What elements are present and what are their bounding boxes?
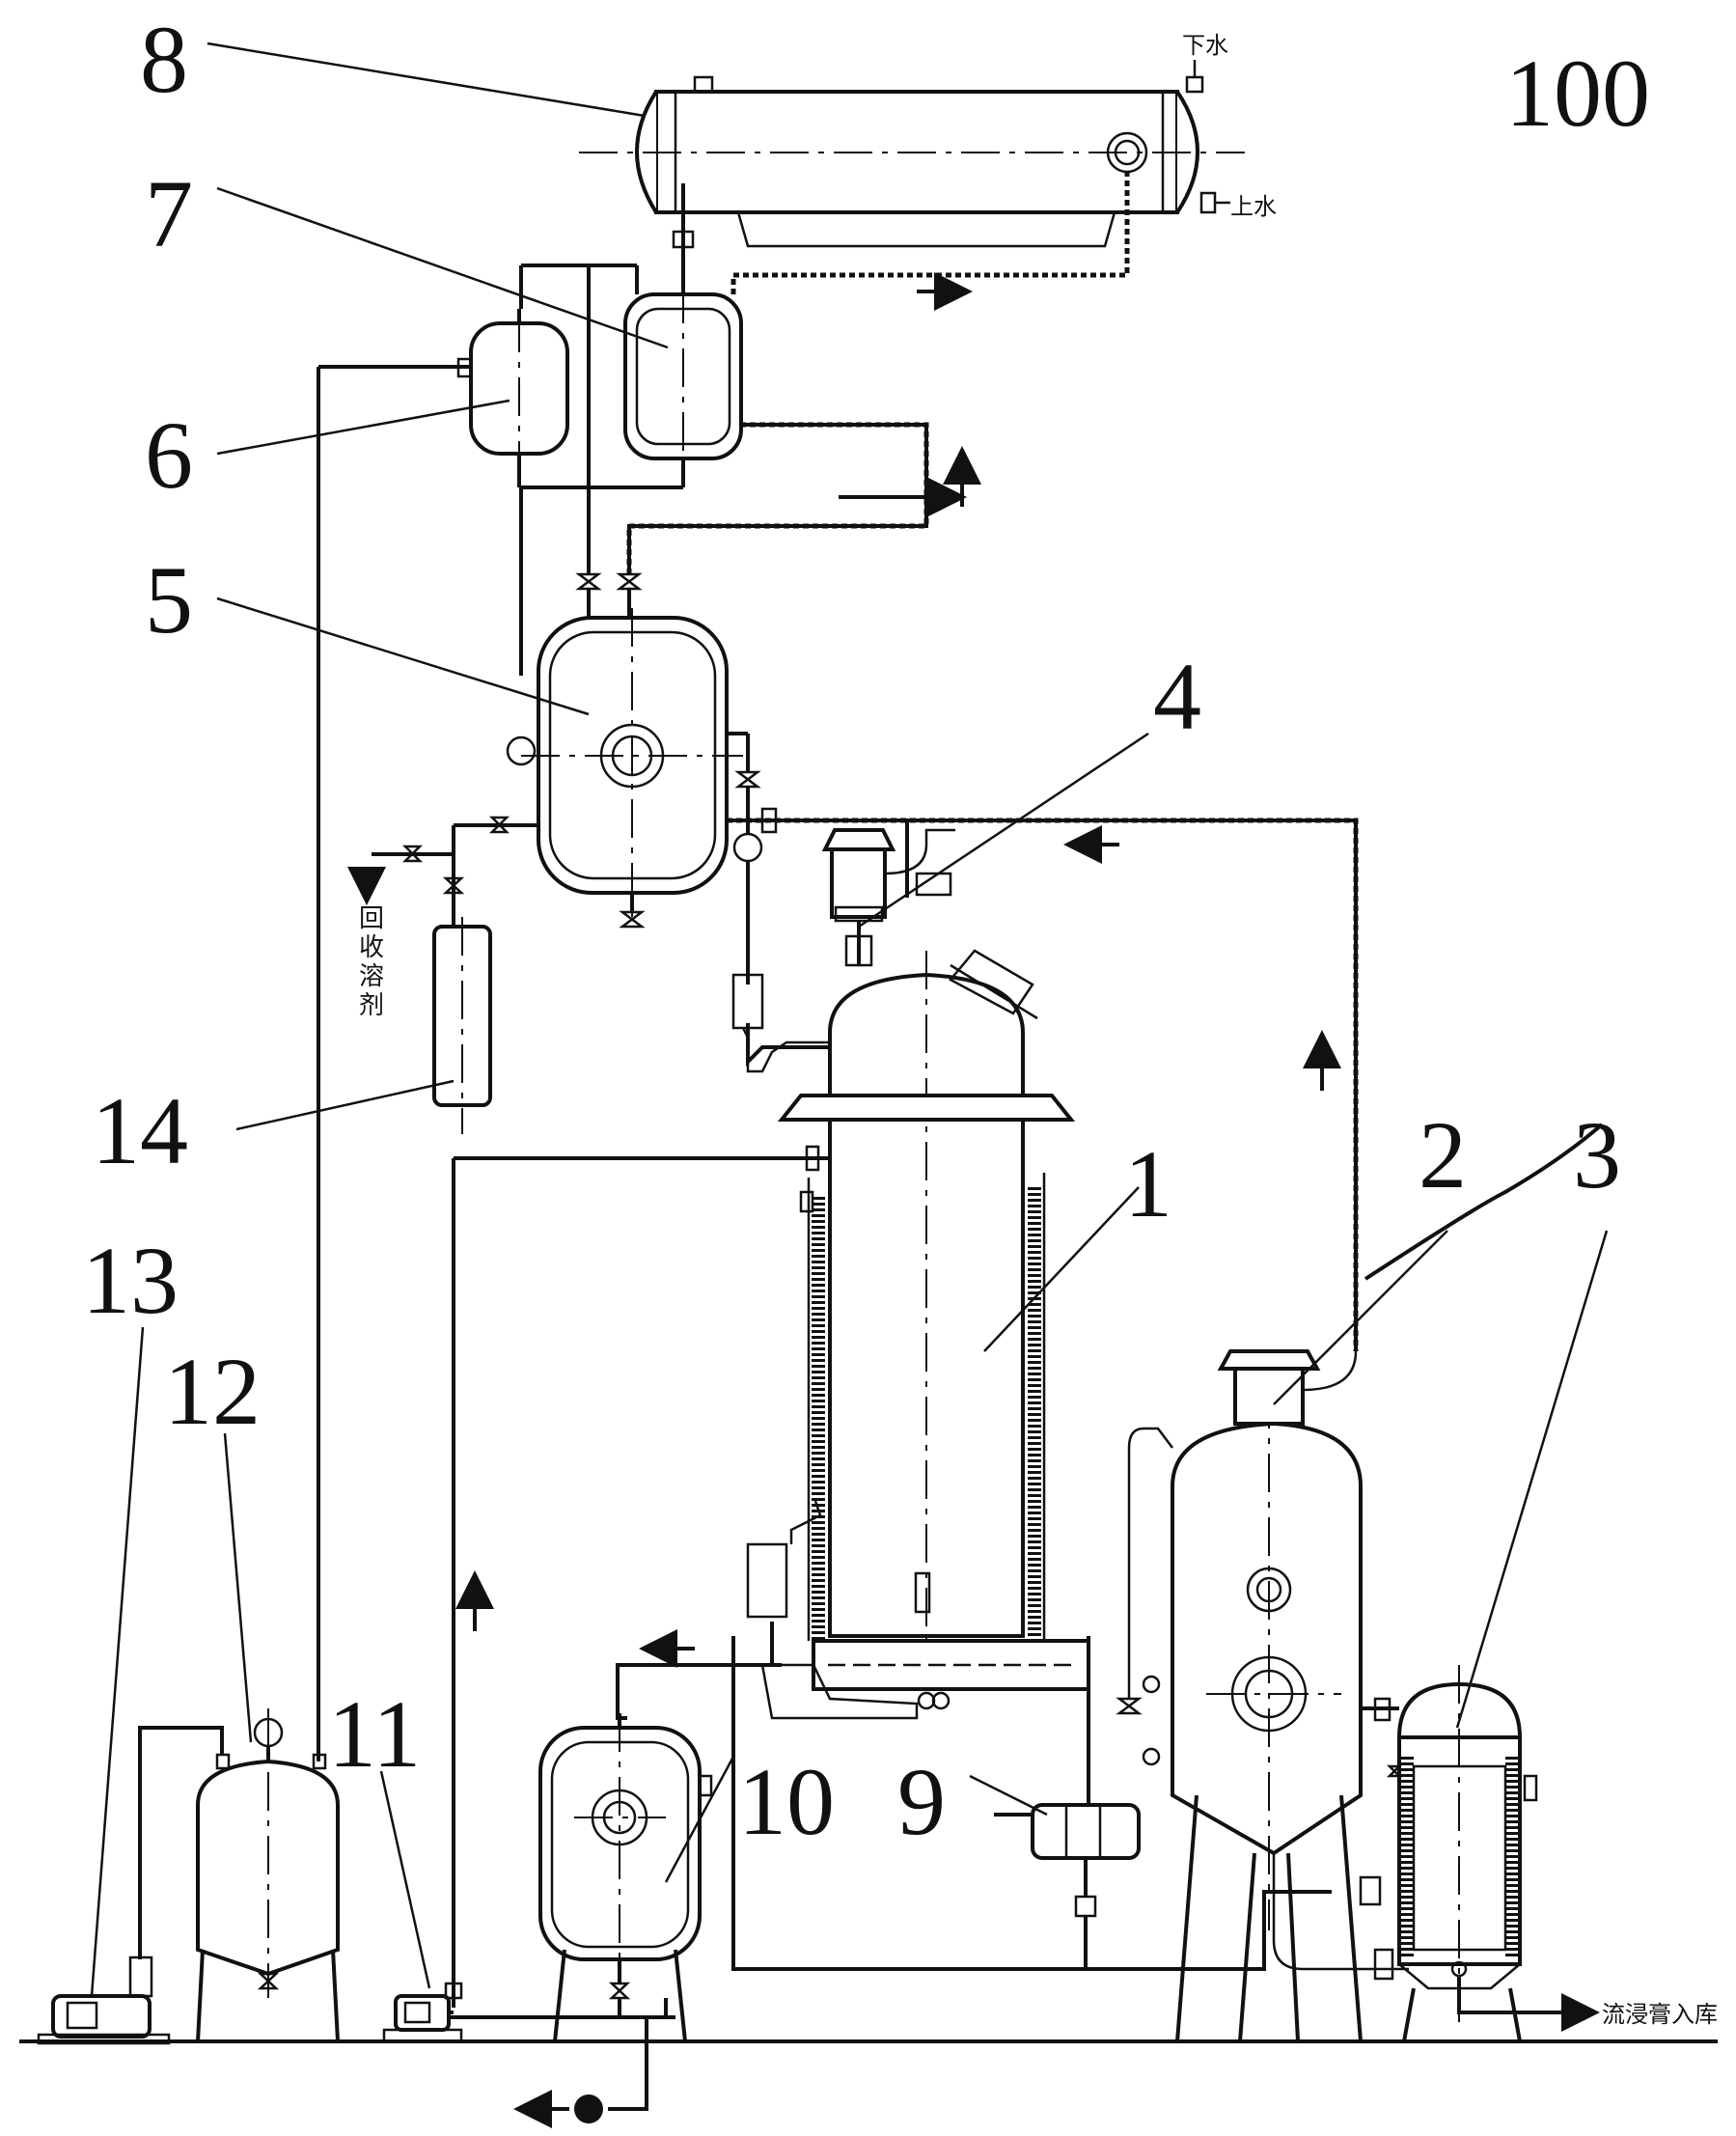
filter-4 [821, 828, 955, 967]
filters-9 [1031, 1803, 1168, 1971]
label-3: 3 [1573, 1101, 1621, 1208]
recovery-tank-14 [432, 917, 492, 1134]
label-5: 5 [145, 546, 193, 653]
extraction-tank-1 [452, 949, 1090, 2008]
label-14: 14 [92, 1077, 188, 1184]
label-12: 12 [164, 1338, 261, 1445]
solvent-recovery-label: 回收溶剂 [359, 904, 384, 1020]
flow-arrows [347, 272, 1600, 2128]
vapor-line-to-2 [727, 807, 1359, 1351]
tank-10 [425, 1713, 713, 2123]
tank-12 [138, 1708, 340, 2042]
label-4: 4 [1153, 643, 1201, 750]
label-7: 7 [145, 160, 193, 267]
pump-11 [382, 1158, 463, 2043]
tank-6 [469, 309, 569, 487]
solvent-recovery-line [372, 816, 538, 927]
component-labels: 8 7 6 5 4 1 2 3 14 13 12 11 10 9 100 [82, 6, 1650, 1855]
label-2: 2 [1419, 1101, 1467, 1208]
water-out-label: 下水 [1182, 32, 1228, 59]
text-annotations: 下水 上水 流浸膏入库 回收溶剂 [359, 32, 1718, 2028]
receiver-7 [623, 212, 743, 487]
label-9: 9 [897, 1748, 946, 1855]
water-in-label: 上水 [1230, 193, 1277, 220]
label-11: 11 [328, 1680, 421, 1788]
leader-lines [90, 42, 1609, 1997]
pump-13 [37, 1956, 171, 2045]
label-13: 13 [82, 1227, 179, 1334]
label-10: 10 [738, 1748, 835, 1855]
valves-above-5 [575, 572, 643, 618]
label-6: 6 [145, 402, 193, 509]
condenser-8 [579, 60, 1245, 248]
extract-to-storage-label: 流浸膏入库 [1602, 2001, 1718, 2028]
tank-3 [1361, 1665, 1544, 2042]
vessel-5 [506, 608, 763, 985]
upper-piping [317, 172, 1130, 1762]
bottom-piping [616, 1622, 1332, 1971]
label-1: 1 [1124, 1130, 1172, 1237]
figure-number: 100 [1505, 40, 1650, 147]
label-8: 8 [140, 6, 188, 113]
concentrator-2 [1116, 1349, 1409, 2042]
